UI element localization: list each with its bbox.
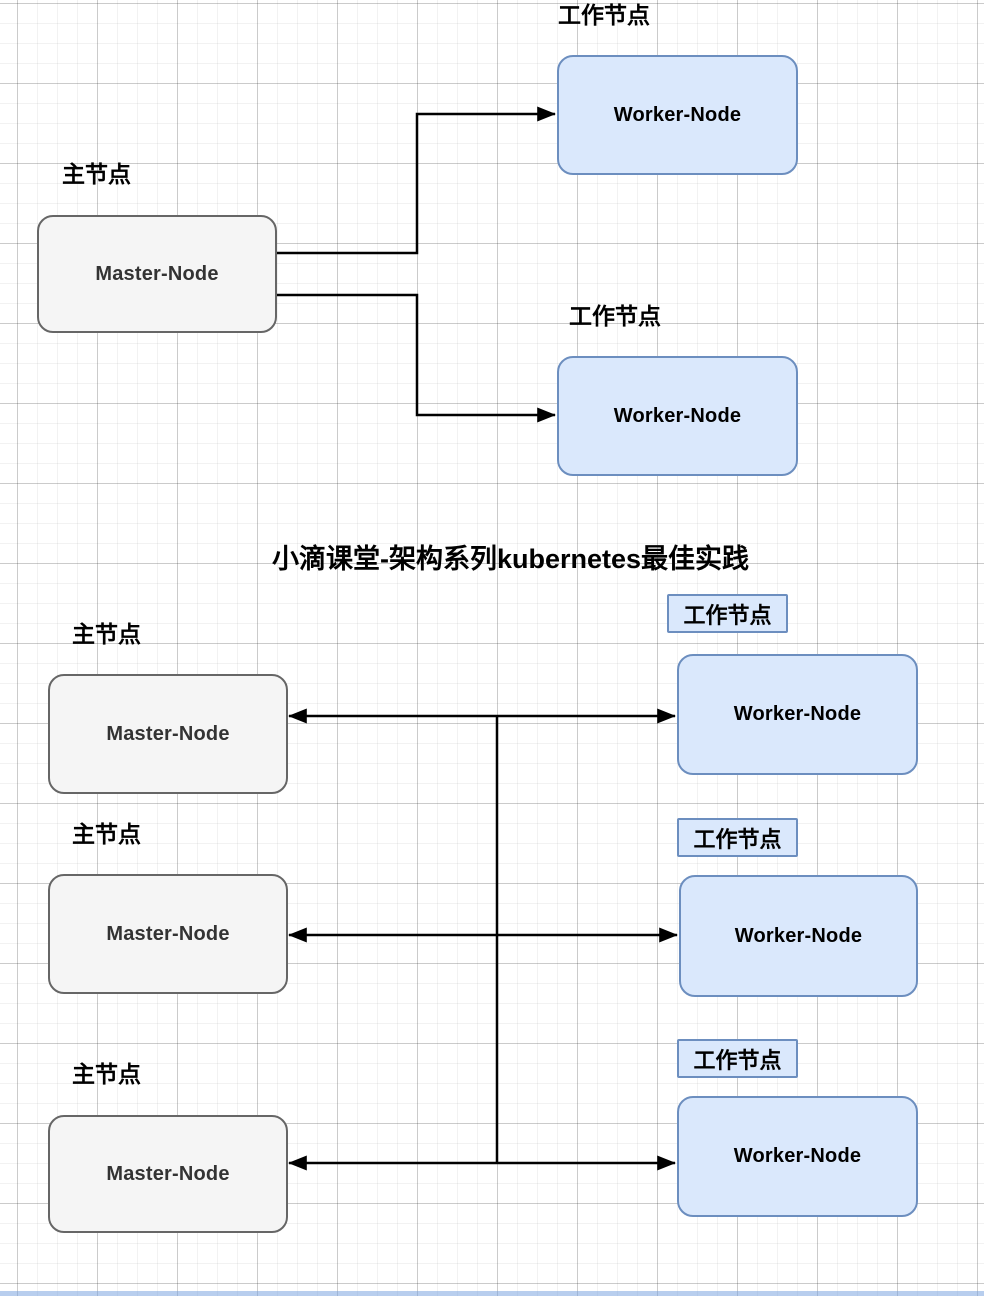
- master-node-label: Master-Node: [106, 722, 230, 745]
- master-node-row-3[interactable]: Master-Node: [48, 1115, 288, 1233]
- worker-node-row-2[interactable]: Worker-Node: [679, 875, 918, 997]
- worker-caption-top-2: 工作节点: [569, 303, 661, 329]
- master-node-row-1[interactable]: Master-Node: [48, 674, 288, 794]
- worker-node-row-1[interactable]: Worker-Node: [677, 654, 918, 775]
- diagram-title: 小滴课堂-架构系列kubernetes最佳实践: [272, 544, 750, 574]
- master-caption-top: 主节点: [62, 161, 131, 187]
- worker-caption-top-1: 工作节点: [558, 2, 650, 28]
- master-node-top[interactable]: Master-Node: [37, 215, 277, 333]
- worker-tag-label: 工作节点: [683, 602, 772, 628]
- worker-node-label: Worker-Node: [734, 924, 863, 947]
- worker-node-label: Worker-Node: [613, 404, 742, 427]
- page-boundary-line: [0, 1291, 984, 1296]
- worker-node-label: Worker-Node: [733, 703, 862, 725]
- worker-tag-row-3[interactable]: 工作节点: [677, 1039, 798, 1078]
- worker-tag-label: 工作节点: [693, 1047, 782, 1073]
- master-node-row-2[interactable]: Master-Node: [48, 874, 288, 994]
- worker-tag-row-2[interactable]: 工作节点: [677, 818, 798, 857]
- master-caption-row-3: 主节点: [72, 1061, 141, 1087]
- master-caption-row-1: 主节点: [72, 621, 141, 647]
- master-caption-row-2: 主节点: [72, 821, 141, 847]
- edge-master-to-worker2[interactable]: [277, 293, 556, 423]
- master-node-label: Master-Node: [106, 1162, 230, 1185]
- master-node-label: Master-Node: [95, 262, 219, 285]
- master-node-label: Master-Node: [106, 922, 230, 945]
- worker-node-label: Worker-Node: [613, 103, 742, 126]
- edge-master-to-worker1[interactable]: [277, 106, 556, 255]
- worker-node-top-1[interactable]: Worker-Node: [557, 55, 798, 175]
- worker-node-row-3[interactable]: Worker-Node: [677, 1096, 918, 1217]
- worker-node-top-2[interactable]: Worker-Node: [557, 356, 798, 476]
- worker-node-label: Worker-Node: [733, 1145, 862, 1167]
- worker-tag-label: 工作节点: [693, 826, 782, 852]
- worker-tag-row-1[interactable]: 工作节点: [667, 594, 788, 633]
